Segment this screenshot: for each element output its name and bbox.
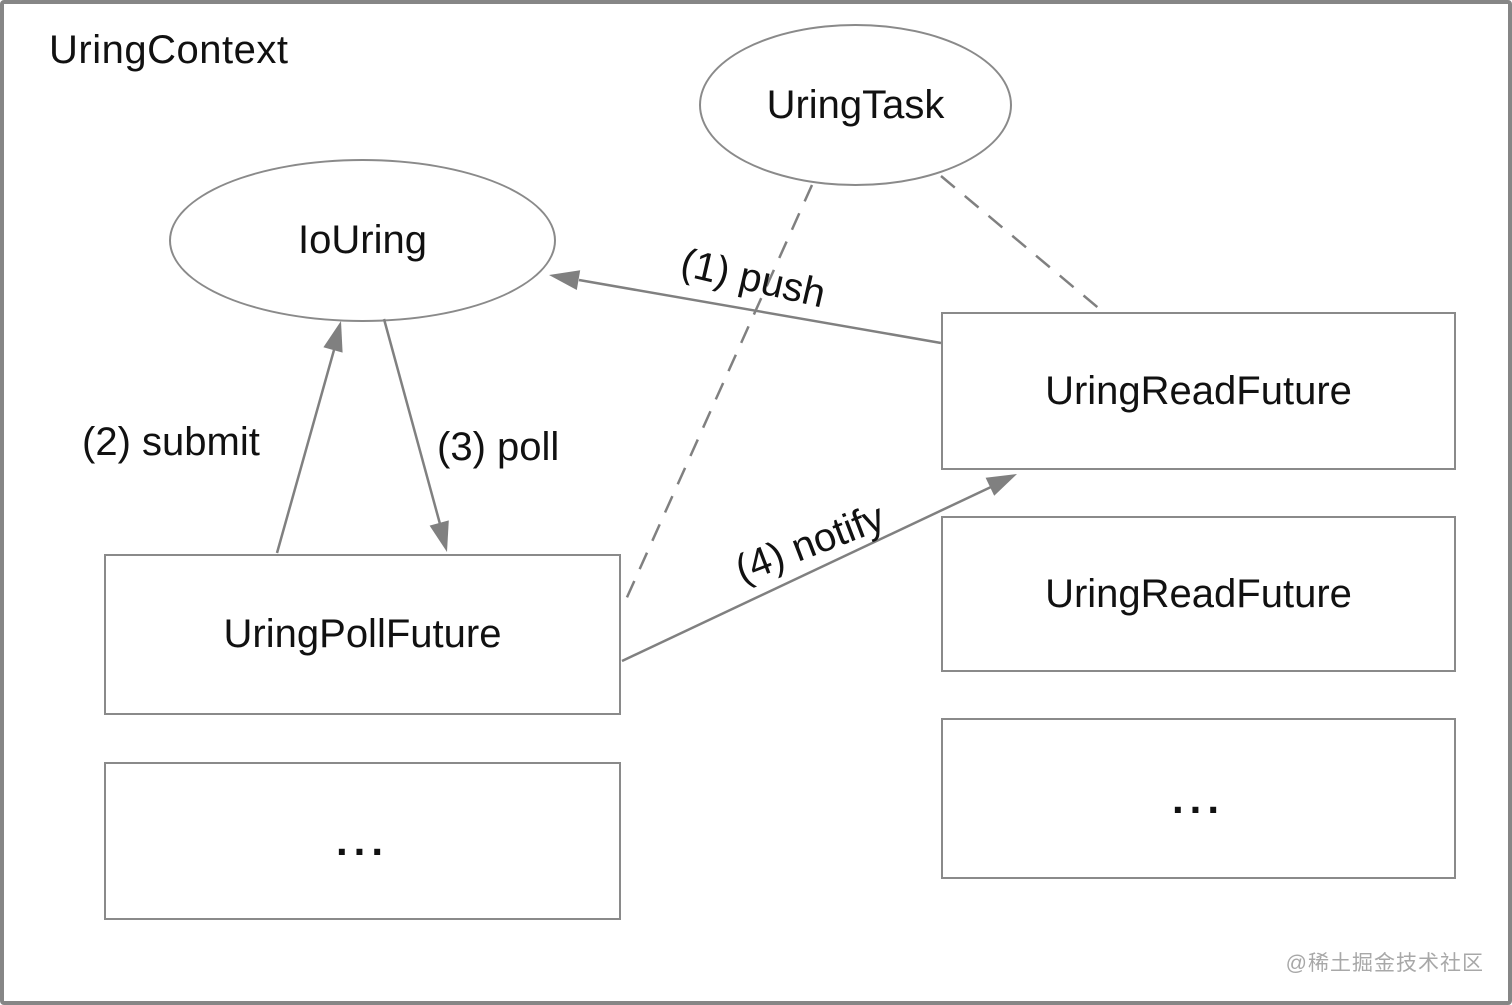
- uring-read-future-label-1: UringReadFuture: [1045, 368, 1352, 413]
- arrow-notify-head: [985, 474, 1017, 496]
- edge-label-submit: (2) submit: [82, 420, 260, 464]
- edge-label-notify: (4) notify: [729, 495, 891, 592]
- io-uring-node: IoUring: [169, 159, 556, 322]
- edge-label-poll: (3) poll: [437, 425, 560, 469]
- arrow-notify-line: [621, 485, 992, 663]
- uring-read-future-label-2: UringReadFuture: [1045, 571, 1352, 616]
- io-uring-label: IoUring: [298, 218, 427, 262]
- left-ellipsis-label: ...: [335, 817, 389, 864]
- uring-read-future-box-2: UringReadFuture: [941, 516, 1456, 672]
- dashed-line-task-to-readfuture: [940, 175, 1103, 312]
- arrow-push-head: [549, 270, 581, 290]
- right-ellipsis-box: ...: [941, 718, 1456, 879]
- arrow-submit-head: [323, 321, 343, 353]
- edge-label-push: (1) push: [676, 240, 830, 317]
- uring-poll-future-box: UringPollFuture: [104, 554, 621, 715]
- uring-task-node: UringTask: [699, 24, 1012, 186]
- arrow-poll-line: [382, 318, 442, 525]
- uring-task-label: UringTask: [766, 82, 945, 127]
- uring-poll-future-label: UringPollFuture: [223, 612, 502, 656]
- left-ellipsis-box: ...: [104, 762, 621, 920]
- uring-read-future-box-1: UringReadFuture: [941, 312, 1456, 470]
- right-ellipsis-label: ...: [1171, 774, 1225, 822]
- arrow-submit-line: [275, 349, 336, 554]
- arrow-poll-head: [429, 520, 449, 552]
- diagram-title: UringContext: [49, 28, 289, 72]
- watermark: @稀土掘金技术社区: [1285, 952, 1484, 975]
